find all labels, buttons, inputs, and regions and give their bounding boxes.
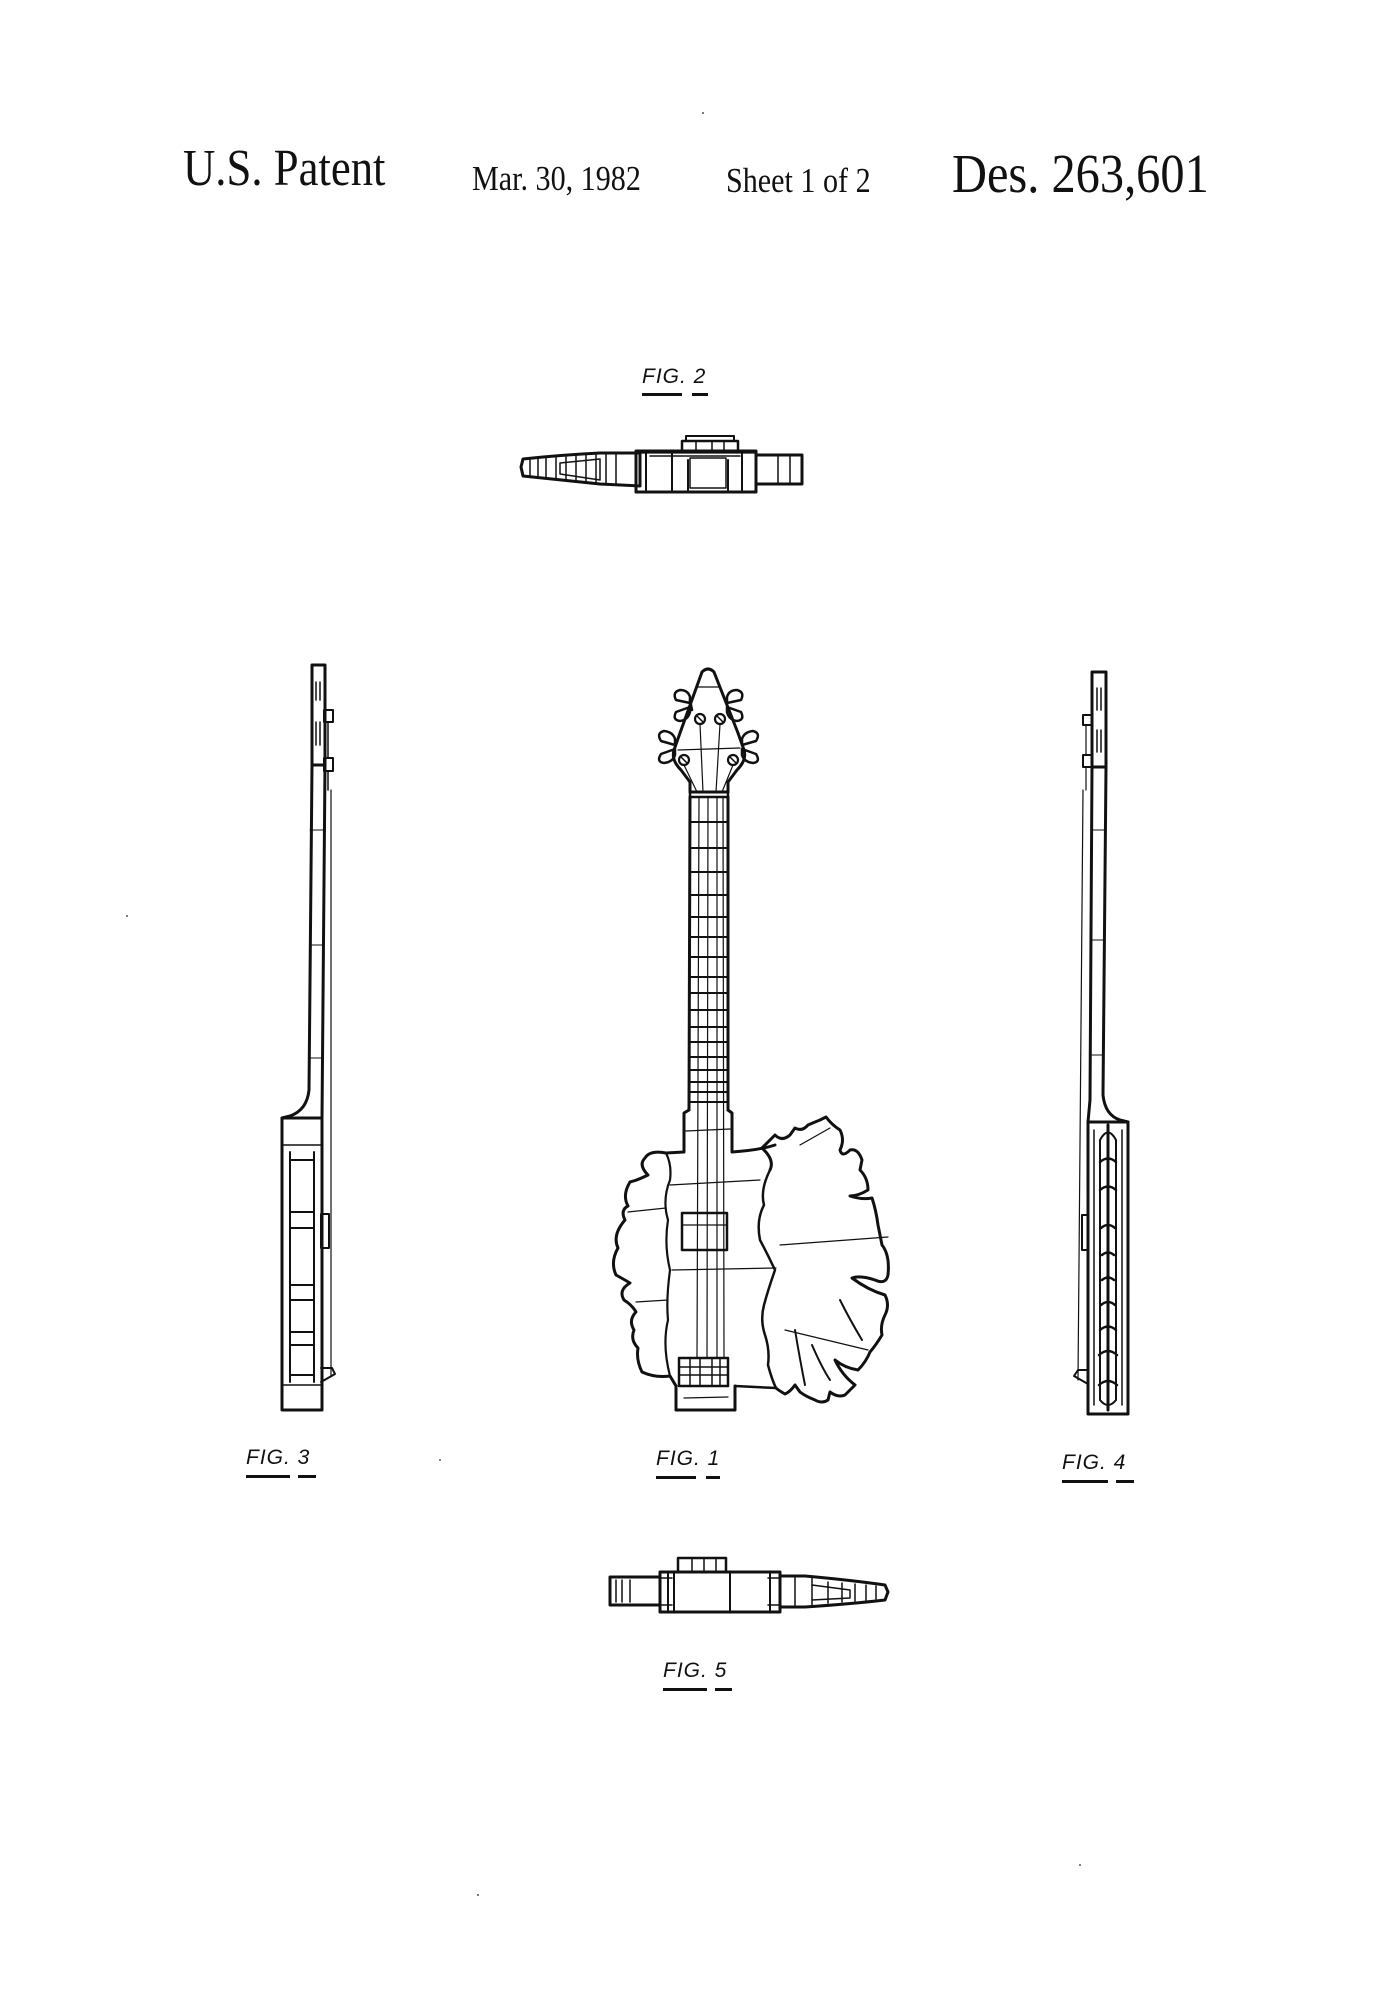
fig5-drawing (608, 1556, 890, 1614)
fig2-drawing (519, 435, 804, 494)
header-patent-label: U.S. Patent (183, 140, 386, 197)
fig4-label: FIG. 4 (1062, 1452, 1134, 1483)
fig1-label: FIG. 1 (656, 1448, 720, 1479)
fig1-drawing (611, 667, 890, 1412)
fig3-label: FIG. 3 (246, 1447, 316, 1478)
header-patent-number: Des. 263,601 (952, 143, 1209, 204)
fig4-drawing (1073, 670, 1130, 1416)
header-date: Mar. 30, 1982 (472, 159, 641, 198)
header-sheet: Sheet 1 of 2 (726, 161, 871, 200)
fig5-label: FIG. 5 (663, 1660, 732, 1691)
fig2-label: FIG. 2 (642, 366, 708, 396)
scan-specks (126, 112, 1081, 1896)
fig3-drawing (280, 663, 336, 1412)
